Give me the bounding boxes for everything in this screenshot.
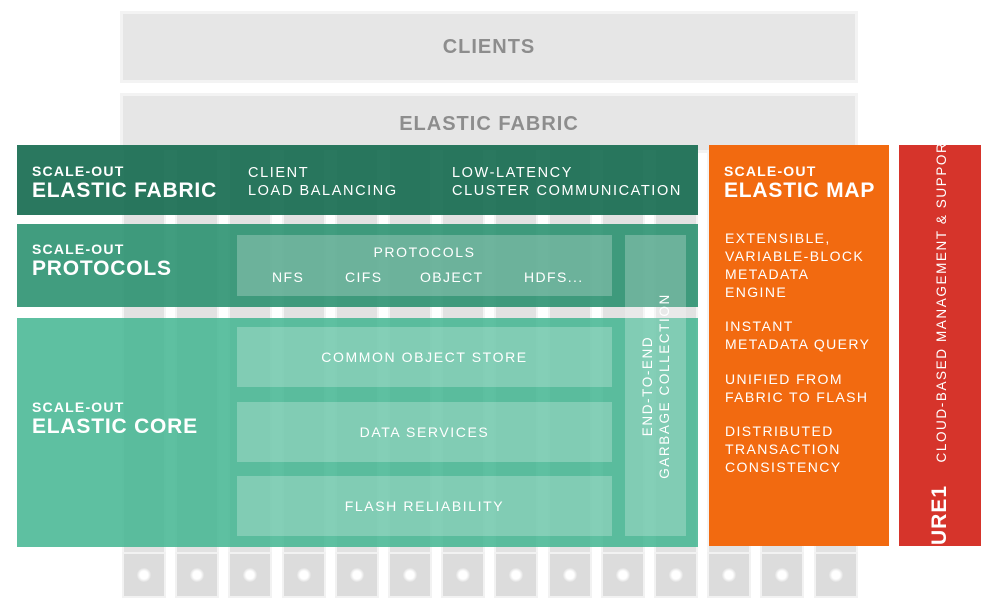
blade-foot (707, 552, 751, 598)
fabric-layer-label: SCALE-OUT ELASTIC FABRIC (32, 163, 217, 203)
flash-reliability-box: FLASH RELIABILITY (237, 476, 612, 536)
map-item-4-line2: TRANSACTION (725, 441, 841, 457)
blade-foot (335, 552, 379, 598)
map-item-metadata-engine: EXTENSIBLE, VARIABLE-BLOCK METADATA ENGI… (725, 229, 864, 301)
protocols-layer-small: SCALE-OUT (32, 241, 125, 257)
blade-foot (494, 552, 538, 598)
protocol-hdfs: HDFS... (524, 269, 584, 285)
blade-foot (548, 552, 592, 598)
blade-foot (654, 552, 698, 598)
map-item-1-line3: METADATA (725, 266, 810, 282)
clients-label: CLIENTS (442, 35, 536, 58)
core-layer-big: ELASTIC CORE (32, 415, 198, 438)
protocols-layer: SCALE-OUT PROTOCOLS (17, 224, 698, 307)
map-item-4-line1: DISTRIBUTED (725, 423, 834, 439)
data-services-box: DATA SERVICES (237, 402, 612, 462)
protocols-box: PROTOCOLS NFS CIFS OBJECT HDFS... (237, 235, 612, 296)
core-layer: SCALE-OUT ELASTIC CORE (17, 318, 698, 547)
map-item-1-line1: EXTENSIBLE, (725, 230, 831, 246)
map-item-3-line1: UNIFIED FROM (725, 371, 843, 387)
fabric-col1-line2: LOAD BALANCING (248, 183, 398, 199)
map-item-3-line2: FABRIC TO FLASH (725, 389, 869, 405)
map-item-metadata-query: INSTANT METADATA QUERY (725, 317, 870, 353)
map-item-4-line3: CONSISTENCY (725, 459, 842, 475)
protocol-nfs: NFS (272, 269, 305, 285)
blade-foot (228, 552, 272, 598)
flash-reliability-label: FLASH RELIABILITY (344, 498, 505, 514)
pure1-panel: PURE1 CLOUD-BASED MANAGEMENT & SUPPORT (899, 132, 981, 560)
elastic-map-small: SCALE-OUT (724, 163, 817, 179)
protocol-cifs: CIFS (345, 269, 383, 285)
fabric-col2-line2: CLUSTER COMMUNICATION (452, 183, 682, 199)
client-load-balancing: CLIENT LOAD BALANCING (248, 164, 398, 200)
blade-foot (122, 552, 166, 598)
protocols-box-title: PROTOCOLS (373, 244, 476, 260)
fabric-layer-big: ELASTIC FABRIC (32, 179, 218, 202)
core-layer-label: SCALE-OUT ELASTIC CORE (32, 399, 198, 439)
blade-foot (441, 552, 485, 598)
elastic-map-panel: SCALE-OUT ELASTIC MAP EXTENSIBLE, VARIAB… (709, 145, 889, 546)
garbage-collection-text: END-TO-END GARBAGE COLLECTION (639, 293, 673, 479)
elastic-fabric-label: ELASTIC FABRIC (399, 113, 579, 135)
fabric-layer-small: SCALE-OUT (32, 163, 125, 179)
map-item-transaction: DISTRIBUTED TRANSACTION CONSISTENCY (725, 422, 842, 476)
elastic-map-label: SCALE-OUT ELASTIC MAP (724, 163, 875, 203)
garbage-collection-box: END-TO-END GARBAGE COLLECTION (625, 235, 686, 536)
protocol-object: OBJECT (420, 269, 484, 285)
common-object-store-label: COMMON OBJECT STORE (321, 349, 528, 365)
fabric-col2-line1: LOW-LATENCY (452, 165, 573, 181)
blade-foot (282, 552, 326, 598)
map-item-2-line2: METADATA QUERY (725, 336, 871, 352)
elastic-map-big: ELASTIC MAP (724, 179, 876, 202)
pure1-subtitle: CLOUD-BASED MANAGEMENT & SUPPORT (934, 131, 949, 463)
fabric-layer: SCALE-OUT ELASTIC FABRIC CLIENT LOAD BAL… (17, 145, 698, 215)
map-item-1-line2: VARIABLE-BLOCK (725, 248, 865, 264)
blade-foot (814, 552, 858, 598)
fabric-col1-line1: CLIENT (248, 165, 310, 181)
protocols-layer-big: PROTOCOLS (32, 257, 172, 280)
blade-foot (760, 552, 804, 598)
blade-foot (175, 552, 219, 598)
pure1-text: PURE1 CLOUD-BASED MANAGEMENT & SUPPORT (928, 132, 952, 560)
map-item-unified: UNIFIED FROM FABRIC TO FLASH (725, 370, 868, 406)
blade-foot (388, 552, 432, 598)
cluster-communication: LOW-LATENCY CLUSTER COMMUNICATION (452, 164, 682, 200)
common-object-store-box: COMMON OBJECT STORE (237, 327, 612, 387)
protocols-layer-label: SCALE-OUT PROTOCOLS (32, 241, 172, 281)
clients-bar: CLIENTS (120, 11, 858, 83)
data-services-label: DATA SERVICES (359, 424, 490, 440)
elastic-fabric-bar: ELASTIC FABRIC (120, 93, 858, 153)
gc-line1: END-TO-END (639, 335, 655, 436)
map-item-2-line1: INSTANT (725, 318, 794, 334)
core-layer-small: SCALE-OUT (32, 399, 125, 415)
map-item-1-line4: ENGINE (725, 284, 788, 300)
gc-line2: GARBAGE COLLECTION (656, 292, 672, 479)
blade-foot (601, 552, 645, 598)
pure1-title: PURE1 (928, 484, 951, 560)
